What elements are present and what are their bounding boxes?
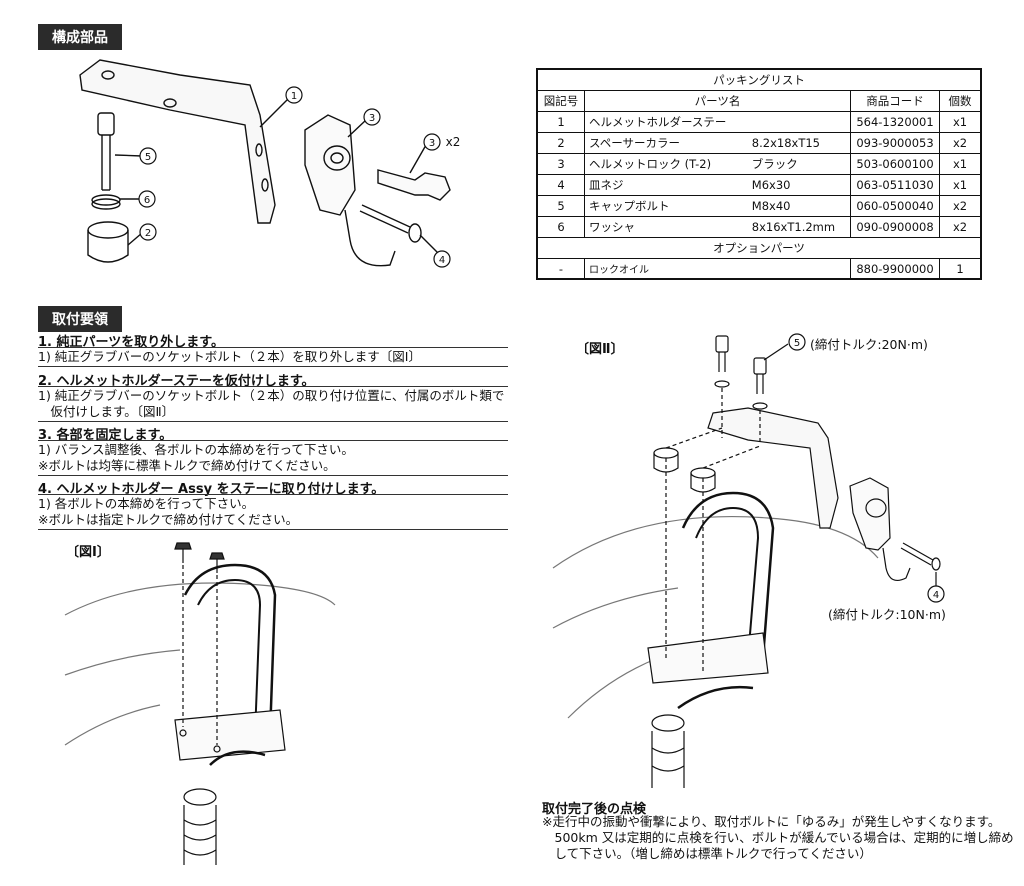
callout-4: 4 — [439, 255, 445, 266]
after-check-line-2: 500km 又は定期的に点検を行い、ボルトが緩んでいる場合は、定期的に増し締め — [542, 830, 1014, 845]
figure-2-diagram: 5 4 — [552, 333, 945, 788]
table-row: 6 ワッシャ 8x16xT1.2mm 090-0900008 x2 — [536, 216, 982, 238]
callout-2: 2 — [145, 228, 151, 239]
fig2-callout-4: 4 — [933, 590, 939, 601]
parts-section-title: 構成部品 — [38, 24, 122, 50]
divider — [38, 347, 508, 348]
packing-list-table: パッキングリスト 図記号 パーツ名 商品コード 個数 1 ヘルメットホルダーステ… — [536, 68, 982, 280]
table-row: 5 キャップボルト M8x40 060-0500040 x2 — [536, 195, 982, 217]
step-4-line-1: 1) 各ボルトの本締めを行って下さい。 — [38, 496, 255, 511]
step-2-line-1: 1) 純正グラブバーのソケットボルト（２本）の取り付け位置に、付属のボルト類で — [38, 388, 505, 403]
step-1-heading: 1. 純正パーツを取り外します。 — [38, 335, 224, 350]
step-2-line-2: 仮付けします。〔図Ⅱ〕 — [38, 404, 175, 419]
divider — [38, 386, 508, 387]
figure-2-label: 〔図Ⅱ〕 — [576, 342, 624, 357]
packing-list-title: パッキングリスト — [536, 68, 982, 91]
col-part-name: パーツ名 — [584, 90, 851, 112]
install-section-title: 取付要領 — [38, 306, 122, 332]
after-check-title: 取付完了後の点検 — [542, 802, 647, 817]
callout-3: 3 — [369, 113, 375, 124]
divider — [38, 440, 508, 441]
step-1-line-1: 1) 純正グラブバーのソケットボルト（２本）を取り外します〔図Ⅰ〕 — [38, 349, 421, 364]
table-row: 4 皿ネジ M6x30 063-0511030 x1 — [536, 174, 982, 196]
divider — [38, 421, 508, 422]
callout-3-key: 3 — [429, 138, 435, 149]
table-row: 1 ヘルメットホルダーステー 564-1320001 x1 — [536, 111, 982, 133]
step-3-line-2: ※ボルトは均等に標準トルクで締め付けてください。 — [38, 458, 336, 473]
col-code: 商品コード — [850, 90, 940, 112]
figure-1-label: 〔図Ⅰ〕 — [66, 545, 110, 560]
step-3-line-1: 1) バランス調整後、各ボルトの本締めを行って下さい。 — [38, 442, 354, 457]
callout-1: 1 — [291, 91, 297, 102]
option-parts-title: オプションパーツ — [536, 237, 982, 259]
divider — [38, 475, 508, 476]
table-row: 2 スペーサーカラー 8.2x18xT15 093-9000053 x2 — [536, 132, 982, 154]
divider — [38, 494, 508, 495]
step-4-line-2: ※ボルトは指定トルクで締め付けてください。 — [38, 512, 299, 527]
step-3-heading: 3. 各部を固定します。 — [38, 428, 173, 443]
torque-note-4: (締付トルク:10N·m) — [828, 607, 946, 622]
table-row: - ロックオイル 880-9900000 1 — [536, 258, 982, 280]
callout-x2: x2 — [446, 135, 461, 149]
step-2-heading: 2. ヘルメットホルダーステーを仮付けします。 — [38, 374, 315, 389]
fig2-callout-5: 5 — [794, 338, 800, 349]
callout-5: 5 — [145, 152, 151, 163]
divider — [38, 366, 508, 367]
callout-1-circle — [285, 86, 303, 104]
col-qty: 個数 — [939, 90, 982, 112]
table-row: 3 ヘルメットロック (T-2) ブラック 503-0600100 x1 — [536, 153, 982, 175]
after-check-line-3: して下さい。（増し締めは標準トルクで行ってください） — [542, 846, 872, 861]
figure-1-diagram — [64, 542, 336, 865]
col-fig-no: 図記号 — [536, 90, 585, 112]
step-4-heading: 4. ヘルメットホルダー Assy をステーに取り付けします。 — [38, 482, 385, 497]
callout-6: 6 — [144, 195, 150, 206]
torque-note-5: (締付トルク:20N·m) — [810, 337, 928, 352]
parts-diagram: 1 3 5 6 2 4 3 x2 — [79, 59, 461, 268]
after-check-line-1: ※走行中の振動や衝撃により、取付ボルトに「ゆるみ」が発生しやすくなります。 — [542, 814, 1001, 829]
divider — [38, 529, 508, 530]
